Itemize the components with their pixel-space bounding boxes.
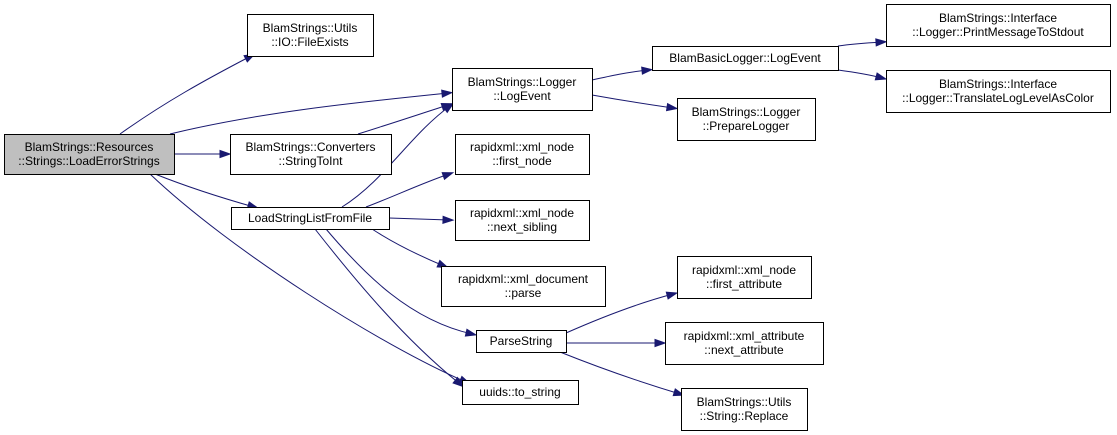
node-label-line: ::next_sibling	[487, 220, 557, 234]
node-label-line: ::first_node	[492, 154, 552, 168]
edge-load-error-strings-to-string-to-int	[174, 149, 232, 159]
node-box	[452, 68, 593, 111]
arrowhead-icon	[874, 72, 888, 81]
node-label-line: ::LogEvent	[493, 89, 551, 103]
node-box	[665, 322, 824, 365]
node-logger-logevent[interactable]: BlamStrings::Logger::LogEvent	[452, 68, 593, 111]
arrowhead-icon	[219, 149, 232, 159]
edge-load-error-strings-to-file-exists	[119, 53, 256, 135]
node-first-attribute[interactable]: rapidxml::xml_node::first_attribute	[677, 256, 812, 299]
node-string-to-int[interactable]: BlamStrings::Converters::StringToInt	[230, 134, 392, 175]
node-box	[230, 134, 392, 175]
edge-basic-logger-logevent-to-print-message	[837, 38, 888, 47]
node-label-line: ::next_attribute	[704, 343, 784, 357]
node-label-line: ::IO::FileExists	[271, 35, 348, 49]
node-label-line: rapidxml::xml_node	[470, 140, 574, 154]
edge-load-error-strings-to-logger-logevent	[169, 89, 454, 135]
edge-load-string-list-to-logger-logevent	[341, 102, 455, 208]
edge-logger-logevent-to-prepare-logger	[591, 94, 679, 112]
node-box	[231, 207, 390, 230]
node-label-line: BlamStrings::Interface	[939, 11, 1057, 25]
node-file-exists[interactable]: BlamStrings::Utils::IO::FileExists	[247, 14, 374, 57]
node-label-line: BlamStrings::Converters	[245, 140, 375, 154]
arrowhead-icon	[441, 172, 455, 181]
edge-load-string-list-to-to-string	[314, 228, 465, 388]
arrowhead-icon	[441, 89, 454, 98]
node-box	[455, 134, 590, 175]
node-label-line: LoadStringListFromFile	[248, 211, 372, 225]
node-box	[455, 200, 590, 241]
edge-basic-logger-logevent-to-translate-loglevel	[837, 69, 888, 81]
edge-load-error-strings-to-load-string-list	[154, 173, 260, 210]
node-label-line: rapidxml::xml_document	[458, 272, 589, 286]
node-string-replace[interactable]: BlamStrings::Utils::String::Replace	[681, 388, 808, 431]
node-next-sibling[interactable]: rapidxml::xml_node::next_sibling	[455, 200, 590, 241]
node-label-line: ::StringToInt	[278, 154, 343, 168]
node-label-line: ::parse	[505, 286, 542, 300]
node-label-line: ::String::Replace	[700, 409, 789, 423]
node-doc-parse[interactable]: rapidxml::xml_document::parse	[441, 266, 606, 307]
node-box	[652, 46, 839, 71]
node-label-line: rapidxml::xml_node	[692, 263, 796, 277]
node-label-line: uuids::to_string	[479, 385, 560, 399]
arrowhead-icon	[442, 215, 455, 224]
arrowhead-icon	[875, 38, 888, 47]
node-translate-loglevel[interactable]: BlamStrings::Interface::Logger::Translat…	[886, 70, 1111, 113]
edge-load-error-strings-to-to-string	[149, 173, 472, 385]
edge-load-string-list-to-first-node	[365, 172, 455, 208]
edge-parse-string-to-next-attribute	[566, 338, 667, 348]
node-box	[247, 14, 374, 57]
edge-load-string-list-to-parse-string	[325, 228, 478, 337]
node-label-line: ::first_attribute	[706, 277, 782, 291]
call-graph-nodes: BlamStrings::Resources::Strings::LoadErr…	[4, 4, 1111, 431]
node-label-line: BlamStrings::Resources	[25, 140, 154, 154]
edge-logger-logevent-to-basic-logger-logevent	[591, 66, 654, 81]
node-load-string-list[interactable]: LoadStringListFromFile	[231, 207, 390, 230]
node-label-line: BlamStrings::Logger	[468, 75, 577, 89]
arrowhead-icon	[641, 66, 654, 75]
node-box	[677, 98, 816, 141]
node-box	[462, 380, 579, 405]
node-box	[886, 70, 1111, 113]
arrowhead-icon	[442, 102, 455, 114]
node-label-line: ::PrepareLogger	[703, 119, 790, 133]
node-label-line: BlamStrings::Logger	[692, 105, 801, 119]
node-label-line: ::Logger::TranslateLogLevelAsColor	[902, 91, 1094, 105]
node-label-line: BlamStrings::Interface	[939, 77, 1057, 91]
node-box	[476, 330, 567, 353]
edge-string-to-int-to-logger-logevent	[357, 102, 454, 135]
node-first-node[interactable]: rapidxml::xml_node::first_node	[455, 134, 590, 175]
node-label-line: rapidxml::xml_node	[470, 206, 574, 220]
node-box	[681, 388, 808, 431]
edge-parse-string-to-first-attribute	[565, 291, 679, 334]
node-label-line: ::Logger::PrintMessageToStdout	[912, 25, 1084, 39]
node-print-message[interactable]: BlamStrings::Interface::Logger::PrintMes…	[886, 4, 1111, 47]
node-to-string[interactable]: uuids::to_string	[462, 380, 579, 405]
node-box	[4, 134, 175, 175]
node-next-attribute[interactable]: rapidxml::xml_attribute::next_attribute	[665, 322, 824, 365]
node-prepare-logger[interactable]: BlamStrings::Logger::PrepareLogger	[677, 98, 816, 141]
arrowhead-icon	[452, 376, 465, 388]
node-label-line: rapidxml::xml_attribute	[684, 329, 805, 343]
node-label-line: BlamStrings::Utils	[697, 395, 792, 409]
node-parse-string[interactable]: ParseString	[476, 330, 567, 353]
arrowhead-icon	[665, 102, 679, 112]
arrowhead-icon	[464, 328, 478, 337]
arrowhead-icon	[654, 338, 667, 348]
edge-load-string-list-to-next-sibling	[388, 215, 455, 224]
node-box	[886, 4, 1111, 47]
node-label-line: ::Strings::LoadErrorStrings	[18, 154, 159, 168]
edge-load-string-list-to-doc-parse	[371, 228, 450, 269]
node-load-error-strings[interactable]: BlamStrings::Resources::Strings::LoadErr…	[4, 134, 175, 175]
arrowhead-icon	[665, 291, 679, 300]
node-label-line: BlamStrings::Utils	[263, 21, 358, 35]
node-box	[677, 256, 812, 299]
node-basic-logger-logevent[interactable]: BlamBasicLogger::LogEvent	[652, 46, 839, 71]
node-label-line: BlamBasicLogger::LogEvent	[669, 51, 821, 65]
node-label-line: ParseString	[490, 334, 553, 348]
node-box	[441, 266, 606, 307]
